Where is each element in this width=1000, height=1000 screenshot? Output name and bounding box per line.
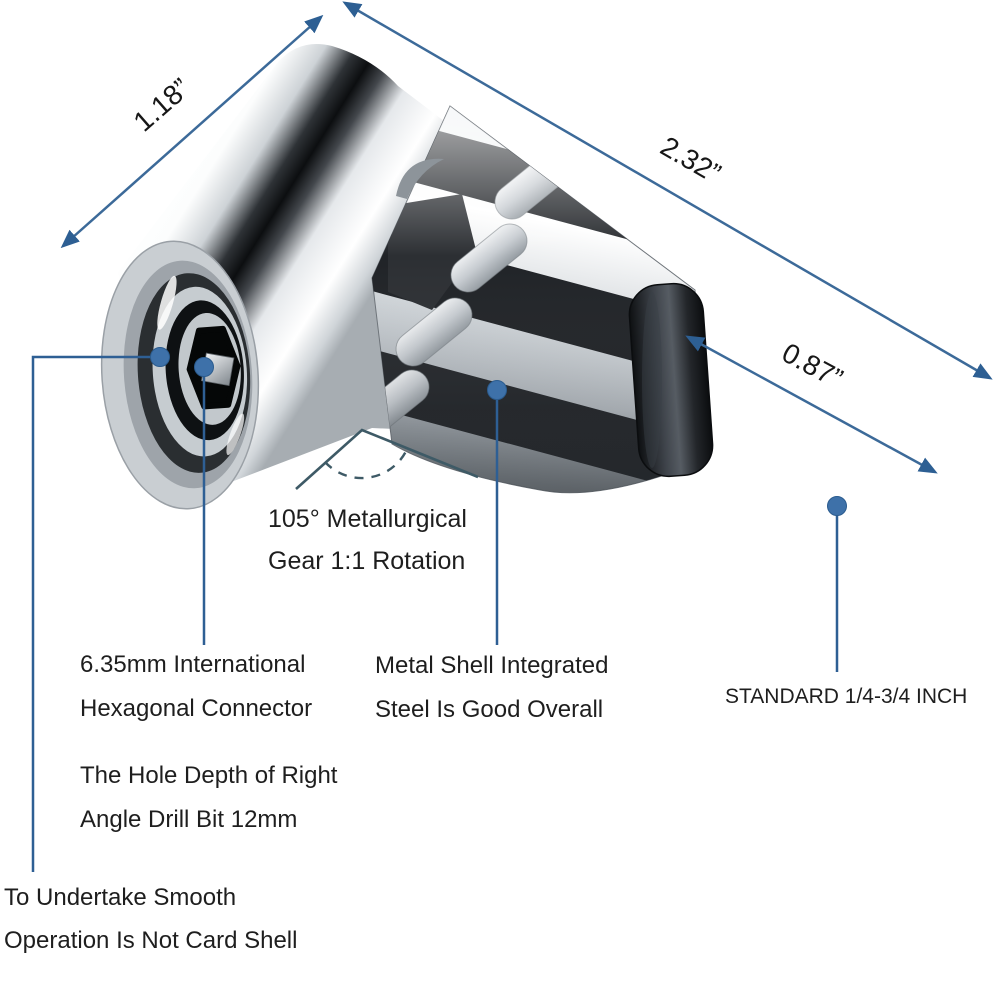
- dimension-shank-length: 0.87”: [685, 335, 938, 474]
- angle-label-line2: Gear 1:1 Rotation: [268, 547, 465, 575]
- leader-dot: [194, 357, 214, 377]
- shank-standard-label: STANDARD 1/4-3/4 INCH: [725, 685, 967, 708]
- head-face: [100, 240, 260, 510]
- metal-shell-line1: Metal Shell Integrated: [375, 652, 608, 679]
- gear-ring: [628, 282, 714, 478]
- leader-line: [31, 355, 160, 872]
- angle-label-line1: 105° Metallurgical: [268, 505, 467, 533]
- smooth-operation-line2: Operation Is Not Card Shell: [4, 927, 297, 954]
- leader-dot: [150, 347, 170, 367]
- dimension-label: 0.87”: [777, 337, 848, 394]
- leader-smooth-operation: To Undertake Smooth Operation Is Not Car…: [4, 347, 297, 954]
- leader-metal-shell: Metal Shell Integrated Steel Is Good Ove…: [375, 380, 608, 723]
- dimension-line: [60, 14, 324, 249]
- leader-hex-connector: 6.35mm International Hexagonal Connector…: [80, 357, 338, 833]
- angle-arc: [324, 446, 410, 480]
- dimension-line: [685, 335, 938, 474]
- leader-dot: [827, 496, 847, 516]
- leader-shank-standard: STANDARD 1/4-3/4 INCH: [725, 496, 967, 708]
- hole-depth-line1: The Hole Depth of Right: [80, 762, 338, 789]
- dimension-label: 2.32”: [655, 130, 726, 189]
- angle-legs: [295, 428, 479, 490]
- hex-connector-line1: 6.35mm International: [80, 651, 305, 678]
- hex-connector-line2: Hexagonal Connector: [80, 695, 312, 722]
- smooth-operation-line1: To Undertake Smooth: [4, 884, 236, 911]
- dimension-line: [342, 1, 993, 380]
- leader-dot: [487, 380, 507, 400]
- metal-shell-line2: Steel Is Good Overall: [375, 696, 603, 723]
- hole-depth-line2: Angle Drill Bit 12mm: [80, 806, 297, 833]
- angle-annotation: 105° Metallurgical Gear 1:1 Rotation: [268, 428, 479, 575]
- dimension-label: 1.18”: [128, 72, 197, 137]
